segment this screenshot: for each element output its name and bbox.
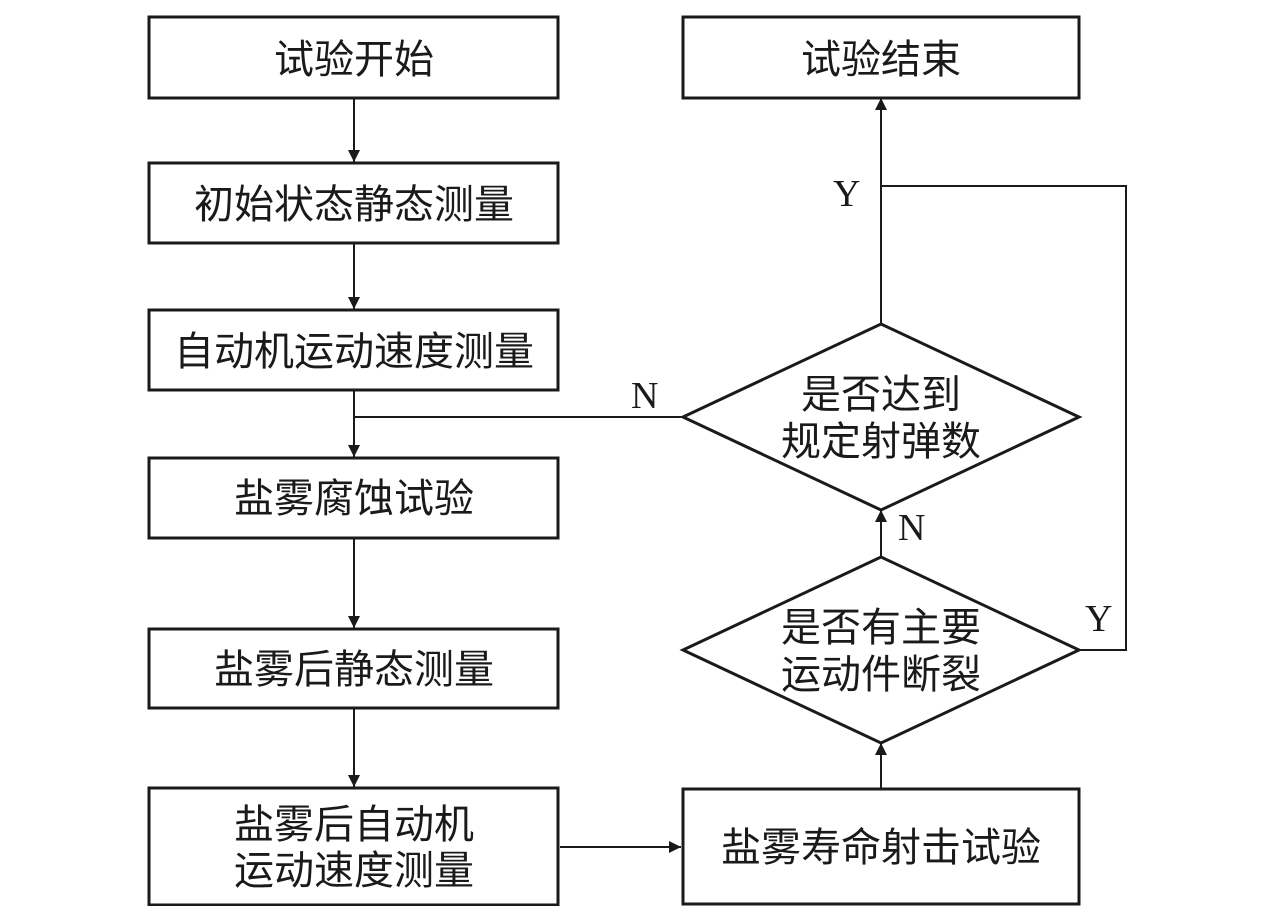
edge-label-rounds-yes: Y <box>833 173 860 215</box>
node-salt-spray: 盐雾腐蚀试验 <box>147 456 560 540</box>
decision-rounds-check-label-line1: 是否达到 <box>801 372 961 418</box>
node-after-speed-label-line1: 盐雾后自动机 <box>234 802 474 848</box>
node-life-firing: 盐雾寿命射击试验 <box>681 787 1081 906</box>
node-start: 试验开始 <box>147 15 560 100</box>
decision-break-check: 是否有主要 运动件断裂 <box>679 555 1083 745</box>
node-auto-speed: 自动机运动速度测量 <box>147 308 560 392</box>
node-after-speed-label-line2: 运动速度测量 <box>234 848 474 894</box>
node-end: 试验结束 <box>681 15 1081 100</box>
node-start-label: 试验开始 <box>274 37 434 83</box>
node-initial-static-label: 初始状态静态测量 <box>194 182 514 228</box>
node-life-firing-label: 盐雾寿命射击试验 <box>721 825 1041 871</box>
line-breakcheck-yes-loop <box>881 185 1127 651</box>
decision-rounds-check-label-line2: 规定射弹数 <box>781 419 981 465</box>
node-initial-static: 初始状态静态测量 <box>147 161 560 245</box>
node-auto-speed-label: 自动机运动速度测量 <box>174 329 534 375</box>
decision-rounds-check: 是否达到 规定射弹数 <box>679 322 1083 512</box>
node-after-speed: 盐雾后自动机 运动速度测量 <box>147 786 560 906</box>
edge-label-break-no: N <box>898 507 925 549</box>
decision-break-check-label-line2: 运动件断裂 <box>781 652 981 698</box>
node-end-label: 试验结束 <box>801 37 961 83</box>
node-salt-spray-label: 盐雾腐蚀试验 <box>234 476 474 522</box>
node-after-static-label: 盐雾后静态测量 <box>214 647 494 693</box>
edge-label-rounds-no: N <box>631 375 658 417</box>
edge-label-break-yes: Y <box>1085 598 1112 640</box>
decision-break-check-label-line1: 是否有主要 <box>781 605 981 651</box>
node-after-static: 盐雾后静态测量 <box>147 627 560 710</box>
